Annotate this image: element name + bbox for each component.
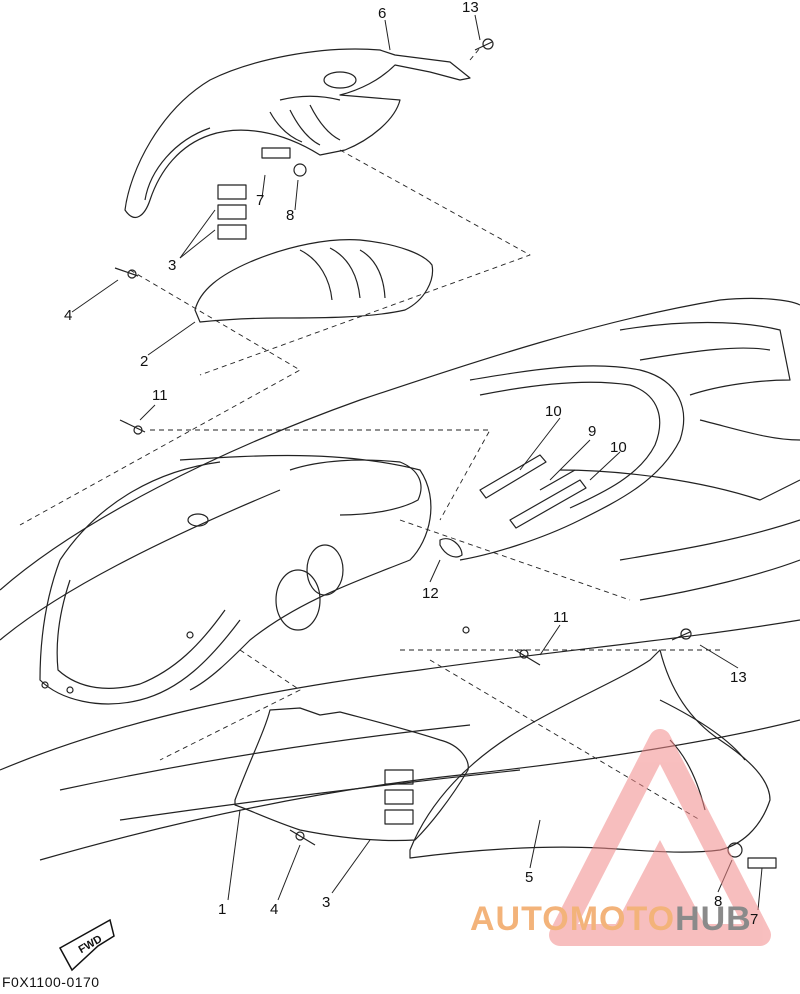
- part-6-cover: [124, 48, 471, 218]
- part-1-panel: [234, 707, 469, 842]
- callout-13: 13: [462, 0, 479, 16]
- watermark-part1: AUTOMOTO: [470, 900, 676, 938]
- diagram-code: F0X1100-0170: [2, 974, 100, 990]
- callout-6: 6: [378, 5, 386, 22]
- callout-2: 2: [140, 353, 148, 370]
- callout-4: 4: [270, 901, 278, 918]
- callout-8: 8: [714, 893, 722, 910]
- fasteners: [114, 38, 777, 869]
- watermark-part2: HUB: [675, 900, 752, 938]
- callout-3: 3: [168, 257, 176, 274]
- callout-3: 3: [322, 894, 330, 911]
- callout-4: 4: [64, 307, 72, 324]
- callout-5: 5: [525, 869, 533, 886]
- callout-10: 10: [545, 403, 562, 420]
- callout-13: 13: [730, 669, 747, 686]
- part-2-cover: [194, 239, 434, 323]
- callout-9: 9: [588, 423, 596, 440]
- fwd-arrow: FWD: [58, 918, 115, 972]
- reference-lines: [19, 47, 720, 821]
- watermark-text: AUTOMOTOHUB: [470, 900, 752, 939]
- callout-10: 10: [610, 439, 627, 456]
- callout-11: 11: [553, 609, 569, 626]
- hull-deck: [0, 297, 800, 861]
- callout-7: 7: [750, 911, 758, 928]
- callout-12: 12: [422, 585, 439, 602]
- watermark-logo: [549, 729, 771, 946]
- leader-lines: [71, 14, 763, 911]
- callout-7: 7: [256, 192, 264, 209]
- callout-1: 1: [218, 901, 226, 918]
- callouts: 6 13 7 8 3 4 2 11 10 9 10 12 11 13 5 8 7…: [64, 0, 758, 928]
- callout-11: 11: [152, 387, 168, 404]
- callout-8: 8: [286, 207, 294, 224]
